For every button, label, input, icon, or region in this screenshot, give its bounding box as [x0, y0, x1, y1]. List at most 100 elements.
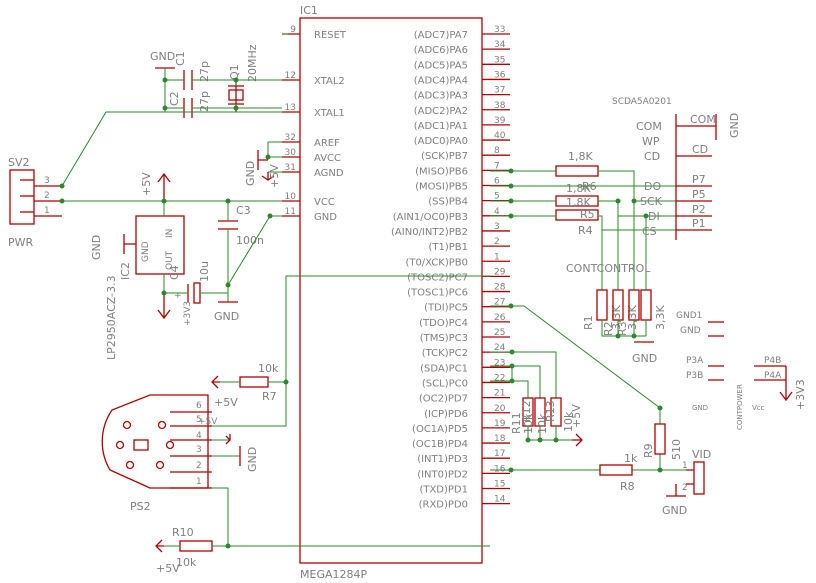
ic1-pin-name: (INT0)PD2: [417, 469, 468, 480]
vid-pin2: 2: [682, 483, 688, 493]
ps2-pin5: 5: [196, 415, 202, 425]
ic1-pin-number: 29: [494, 267, 506, 277]
ic1-pin-number: 19: [494, 419, 506, 429]
ic1-pin-name: (TDO)PC4: [419, 318, 468, 329]
r10-value: 10k: [176, 556, 197, 569]
gnd-label-caps: GND: [150, 50, 175, 63]
c3-name: C3: [236, 204, 251, 217]
ic1-left-pin: RESET 9: [282, 25, 347, 41]
c1-name: C1: [174, 51, 187, 66]
ic1-right-pin: (OC2)PD7 21: [419, 389, 510, 405]
ic1-pin-number: 21: [494, 389, 505, 399]
r11-name: R11: [510, 412, 523, 434]
sv2-connector: SV2 PWR 3 2 1: [8, 156, 62, 249]
ic1-pin-name: (TOSC1)PC6: [407, 288, 468, 299]
r4-value: 1,8K: [568, 150, 593, 163]
sd-label: CONTCONTROL: [566, 262, 651, 275]
ps2-pin1: 1: [196, 477, 202, 487]
ic1-pin-number: 12: [285, 71, 296, 81]
ic1-pin-number: 22: [494, 373, 505, 383]
ic1-pin-name: (MISO)PB6: [415, 166, 468, 177]
ic1-pin-name: RESET: [314, 30, 347, 41]
pwr-pad-gnd-b: GND: [692, 404, 708, 412]
resistor-r6: 1,8K R5: [555, 196, 599, 221]
ic1-pin-number: 30: [285, 148, 297, 158]
resistor-r8: 1k R8: [599, 452, 638, 493]
ic1-pin-name: (ADC0)PA0: [414, 136, 468, 147]
pwr-pad-gnd1: GND1: [676, 311, 702, 321]
ic1-right-pin: (ADC0)PA0 40: [414, 131, 510, 147]
r9-name: R9: [642, 443, 655, 458]
sd-pad-p1: P1: [692, 217, 706, 230]
ic1-pin-number: 15: [494, 480, 505, 490]
crystal-q1: Q1 20MHz: [228, 44, 259, 112]
ic1-name: IC1: [300, 4, 318, 17]
ic1-pin-number: 6: [494, 177, 500, 187]
ic1-pin-number: 9: [290, 25, 296, 35]
cap-c1: C1 27p: [174, 51, 211, 90]
c1-value: 27p: [198, 61, 211, 82]
sd-pin-cs: CS: [642, 225, 657, 238]
v33-label-left: +3V3: [183, 301, 193, 326]
sd-pin-sck: SCK: [640, 195, 663, 208]
ic1-pin-number: 16: [494, 464, 506, 474]
r11-value: 10k: [522, 413, 535, 434]
q1-name: Q1: [228, 64, 241, 80]
v5-label-r7: +5V: [214, 396, 238, 409]
ic1-pin-name: AVCC: [314, 153, 341, 164]
ps2-pin4: 4: [196, 431, 202, 441]
sv2-name: SV2: [8, 156, 30, 169]
ic1-pin-name: (ADC5)PA5: [414, 60, 468, 71]
gnd-label-ps2: GND: [246, 447, 259, 472]
ic1-pin-name: (ADC2)PA2: [414, 106, 468, 117]
q1-value: 20MHz: [246, 44, 259, 82]
ic1-pin-number: 3: [494, 222, 500, 232]
r1-name: R1: [582, 315, 595, 330]
ic1-pin-name: (OC1B)PD4: [412, 439, 468, 450]
v5-label-avcc: +5V: [268, 164, 281, 188]
pwr-label: CONTPOWER: [736, 384, 744, 430]
ic1-pin-name: AREF: [314, 138, 340, 149]
ic1-pin-number: 23: [494, 358, 505, 368]
v5-label-r13: +5V: [570, 404, 583, 428]
ic1-pin-number: 28: [494, 283, 506, 293]
ic1-pin-number: 36: [494, 70, 506, 80]
ic1-right-pin: (TOSC1)PC6 28: [407, 283, 510, 299]
ic1-pin-name: XTAL1: [314, 108, 345, 119]
ic1-pin-name: (ADC1)PA1: [414, 121, 468, 132]
vid-connector: VID 1 2: [682, 448, 711, 495]
ic1-pin-number: 35: [494, 55, 505, 65]
ic1-pin-name: (T0/XCK)PB0: [405, 257, 468, 268]
resistor-r10: R10 10k: [172, 526, 213, 569]
vid-pin1: 1: [682, 461, 688, 471]
pwr-pad-p3a: P3A: [686, 356, 704, 366]
ic1-pin-number: 14: [494, 495, 506, 505]
ic1-pin-number: 4: [494, 207, 500, 217]
sv2-pin1: 1: [44, 206, 50, 216]
ic1-pin-number: 17: [494, 449, 505, 459]
cap-c2: C2 27p: [168, 91, 211, 118]
sd-pin-di: DI: [648, 210, 660, 223]
ic1-pin-number: 40: [494, 131, 506, 141]
v5-supply-top: +5V: [140, 172, 171, 201]
c4-name: C4: [168, 265, 181, 280]
gnd-symbol-ps2: GND: [239, 446, 259, 472]
gnd-label-ic2: GND: [90, 235, 103, 260]
r12-value: 10k: [536, 413, 549, 434]
ic1-pin-name: (OC2)PD7: [419, 394, 468, 405]
ic1-body: [299, 17, 483, 564]
